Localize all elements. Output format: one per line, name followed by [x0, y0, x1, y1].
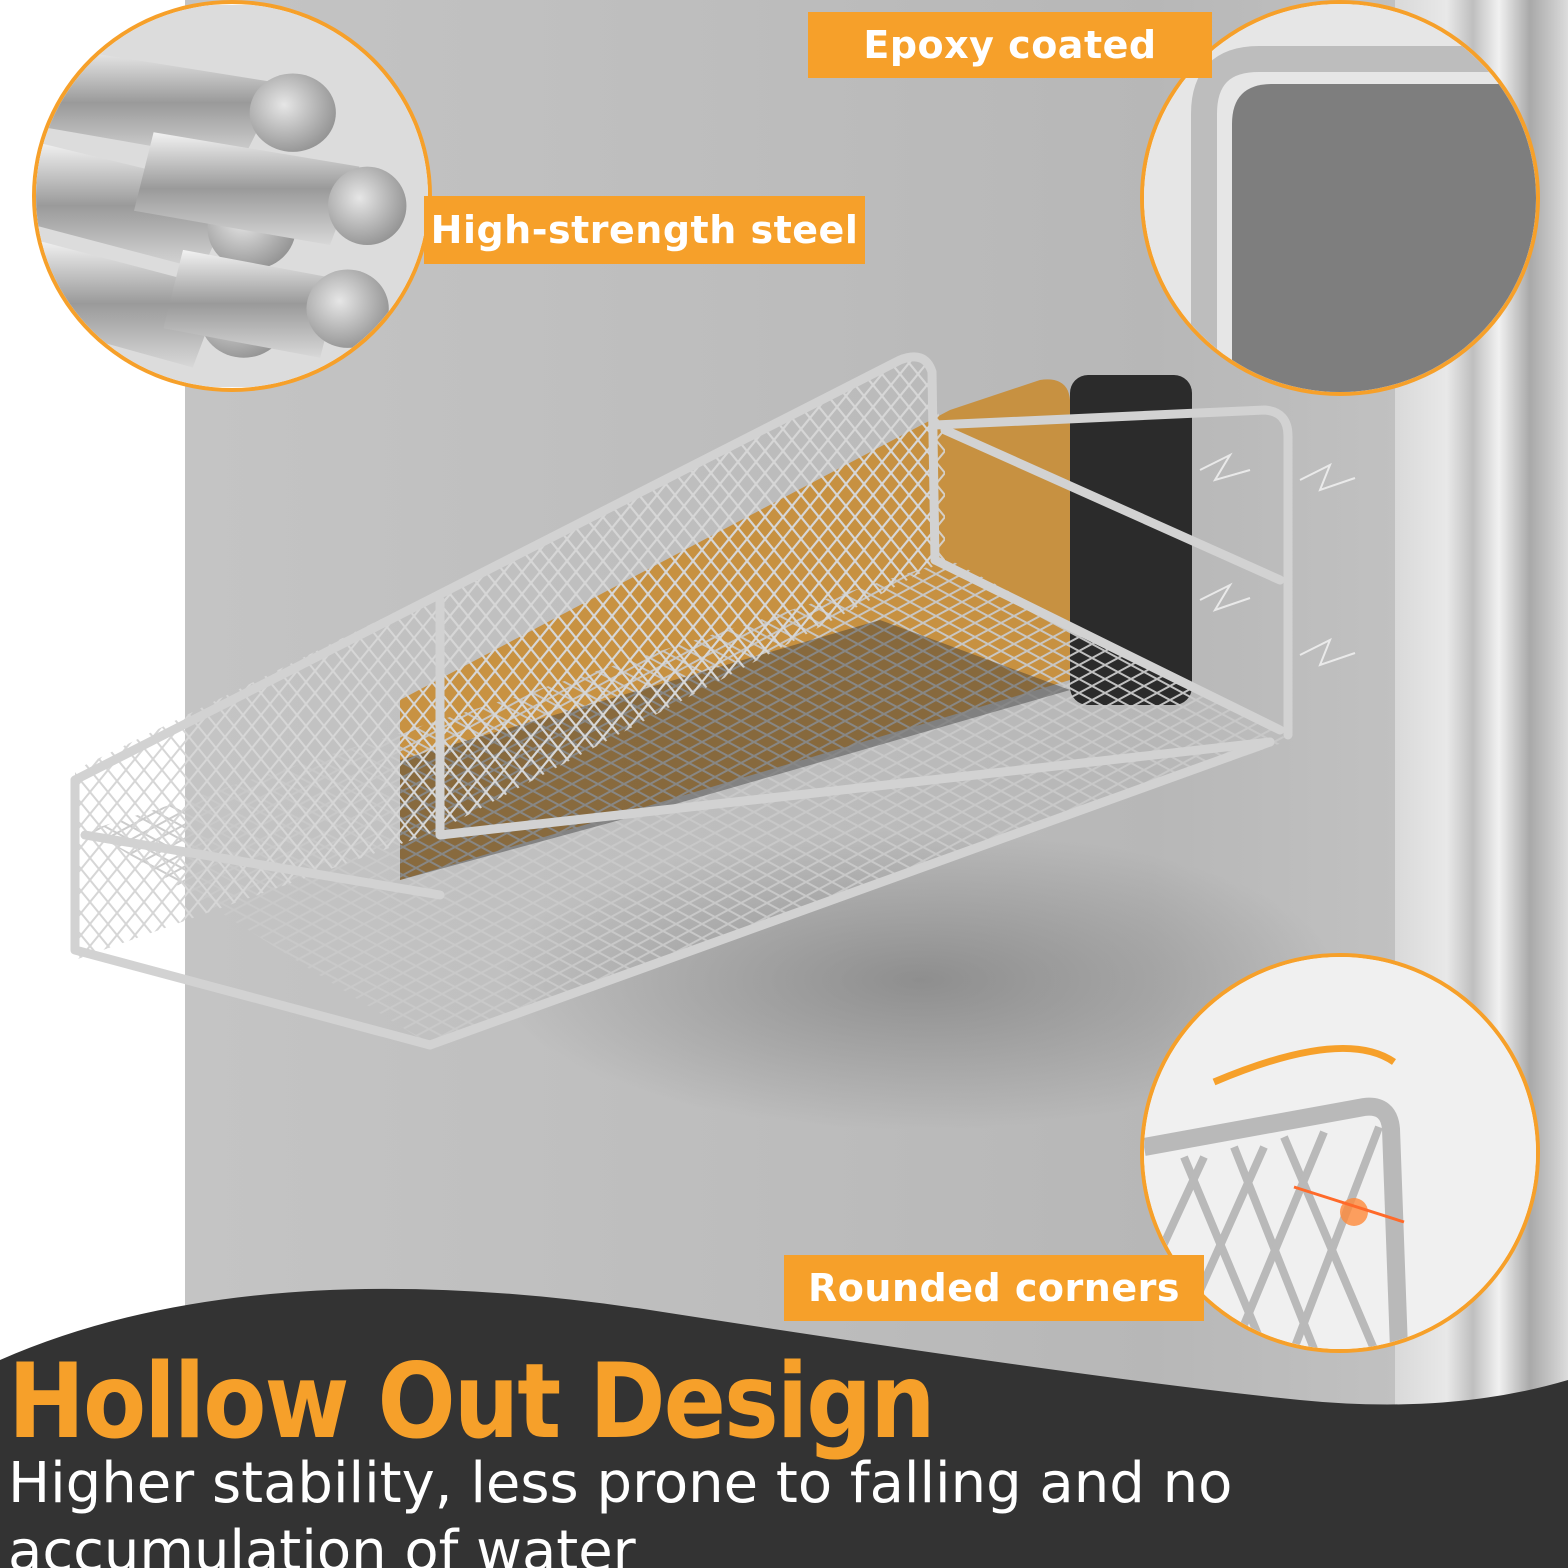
corners-zoom-circle — [1140, 953, 1540, 1353]
magnet-sparks — [1199, 452, 1356, 667]
rounded-corner-icon — [1144, 957, 1536, 1349]
steel-rods-icon — [36, 4, 428, 388]
callout-steel-text: High-strength steel — [430, 208, 859, 252]
floor-shadow — [400, 620, 1070, 880]
callout-steel: High-strength steel — [424, 196, 865, 264]
callout-epoxy: Epoxy coated — [808, 12, 1212, 78]
steel-zoom-circle — [32, 0, 432, 392]
basket-front-left-panel — [75, 590, 440, 960]
callout-corners: Rounded corners — [784, 1255, 1204, 1321]
basket-front-right-panel — [440, 355, 935, 830]
bottom-band — [0, 1288, 1568, 1568]
subline: Higher stability, less prone to falling … — [8, 1451, 1233, 1568]
basket-frame — [70, 352, 1293, 1050]
callout-epoxy-text: Epoxy coated — [863, 23, 1157, 67]
magnet-pad-icon — [1070, 375, 1192, 705]
callout-corners-text: Rounded corners — [808, 1266, 1180, 1310]
headline: Hollow Out Design — [8, 1342, 936, 1462]
